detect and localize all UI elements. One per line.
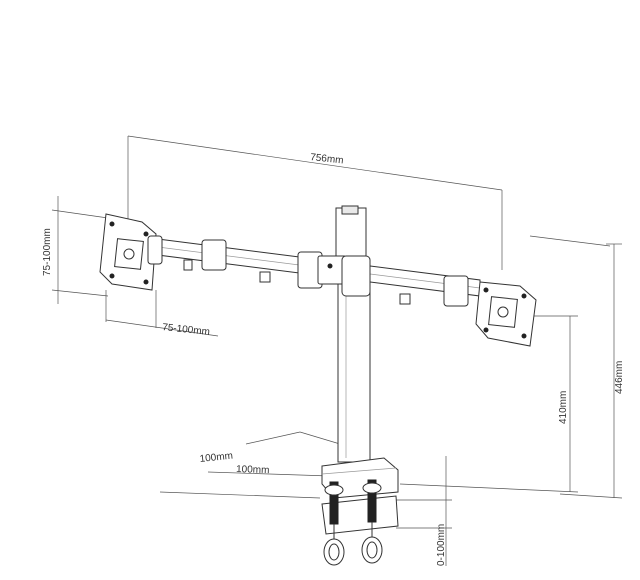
right-vesa-plate [475,281,537,347]
pole [335,205,371,463]
left-vesa-plate [99,213,163,291]
desk-clamp [321,457,399,566]
clamp-range-label: 0-100mm [436,524,447,566]
left-vesa-vertical-label: 75-100mm [42,228,53,276]
left-vesa-horizontal-label: 75-100mm [162,322,211,338]
total-height-label: 446mm [614,361,625,394]
dimension-lines [51,135,623,566]
horizontal-arm [149,237,481,307]
arm-height-label: 410mm [558,391,569,424]
arm-span-label: 756mm [310,152,344,166]
base-width-label: 100mm [236,464,270,476]
base-depth-label: 100mm [199,451,233,465]
